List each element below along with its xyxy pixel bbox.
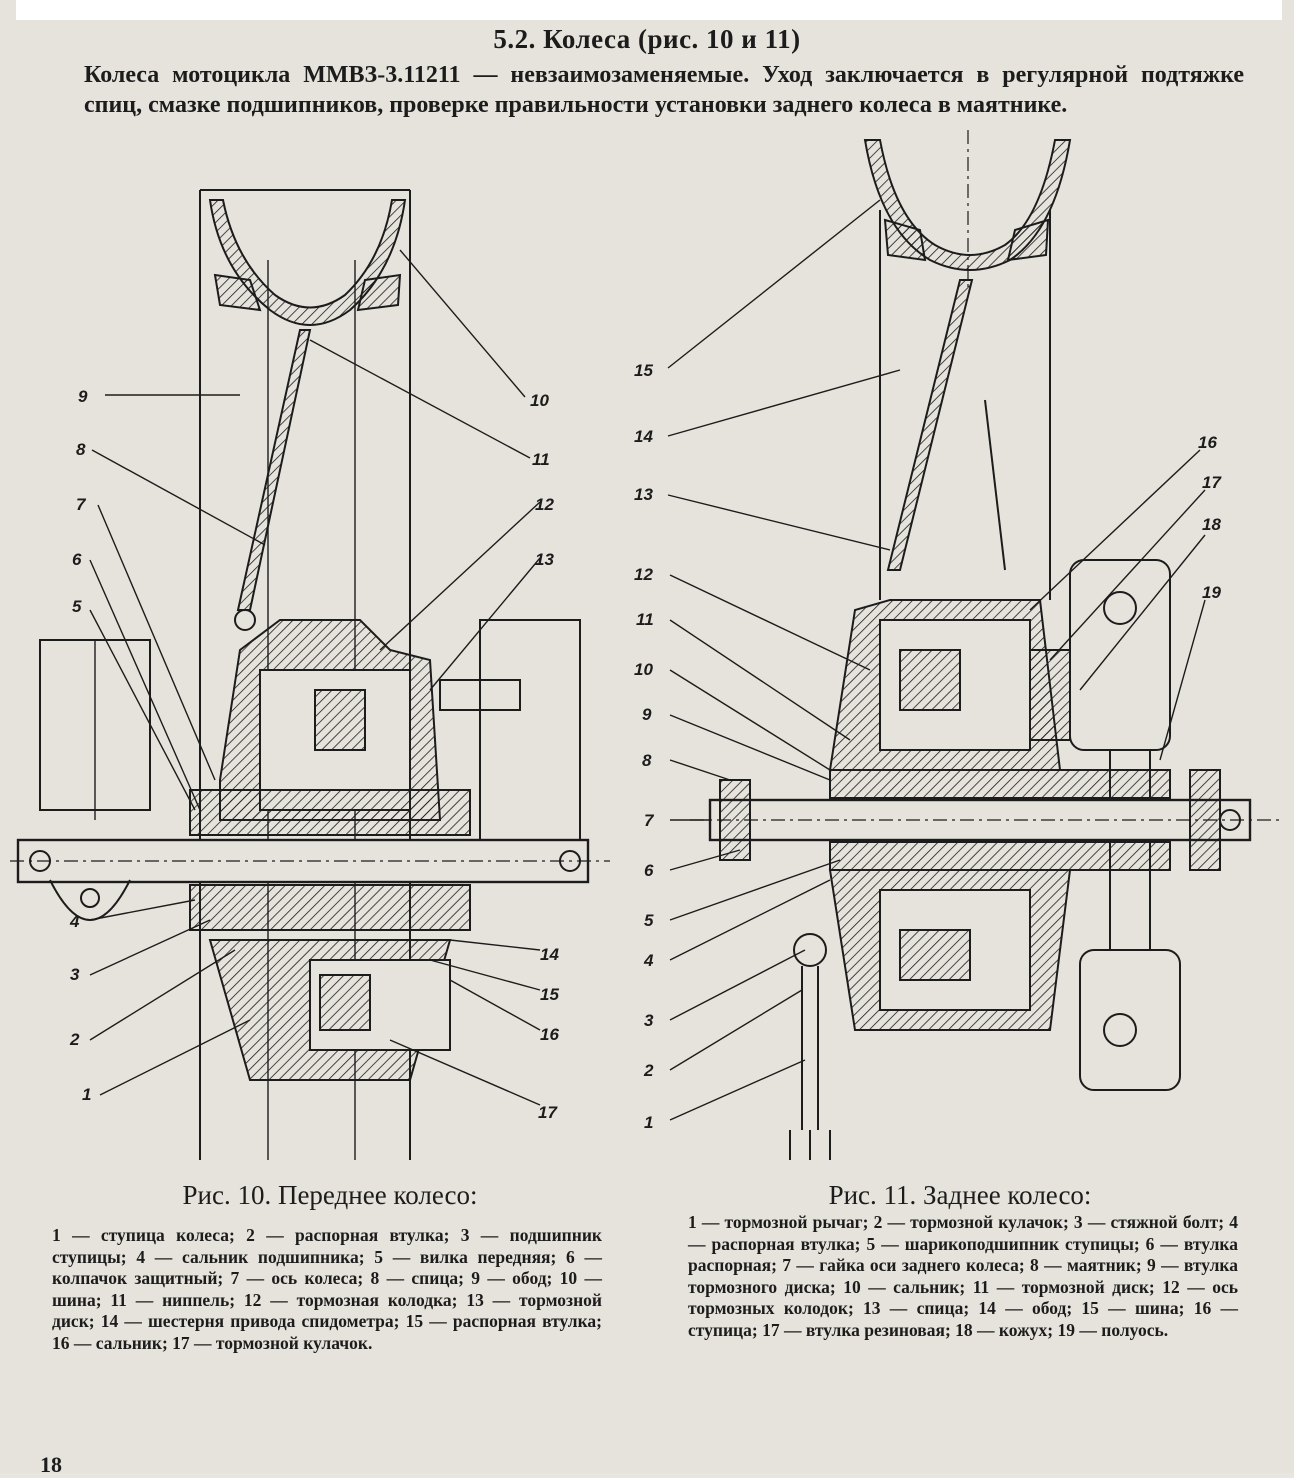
f10-callout-5: 5 [72, 597, 82, 616]
f10-callout-14: 14 [540, 945, 559, 964]
figure-10-caption: Рис. 10. Переднее колесо: [182, 1180, 478, 1210]
f10-callout-2: 2 [69, 1030, 80, 1049]
figure-10-legend: 1 — ступица колеса; 2 — распорная втулка… [52, 1225, 602, 1353]
f10-callout-1: 1 [82, 1085, 91, 1104]
f10-callout-7: 7 [76, 495, 87, 514]
f11-callout-12: 12 [634, 565, 653, 584]
f10-callout-3: 3 [70, 965, 80, 984]
f11-callout-3: 3 [644, 1011, 654, 1030]
blank-top-strip [16, 0, 1282, 20]
f11-callout-18: 18 [1202, 515, 1221, 534]
f10-callout-4: 4 [69, 912, 80, 931]
intro-paragraph: Колеса мотоцикла ММВЗ-3.11211 — невзаимо… [84, 62, 1244, 118]
figure-11-drawing: 15 14 13 12 11 10 9 8 7 6 5 4 3 2 1 16 1… [634, 130, 1280, 1160]
f11-callout-17: 17 [1202, 473, 1222, 492]
f11-callout-7: 7 [644, 811, 655, 830]
f11-callout-2: 2 [643, 1061, 654, 1080]
f11-callout-16: 16 [1198, 433, 1217, 452]
section-heading: 5.2. Колеса (рис. 10 и 11) [493, 24, 801, 54]
f10-callout-12: 12 [535, 495, 554, 514]
figure-10-drawing: 9 8 7 6 5 4 3 2 1 10 11 12 13 14 15 16 1… [10, 189, 610, 1160]
f11-callout-13: 13 [634, 485, 653, 504]
f10-callout-17: 17 [538, 1103, 558, 1122]
f10-callout-9: 9 [78, 387, 88, 406]
f11-callout-11: 11 [636, 610, 654, 629]
figure-11-caption: Рис. 11. Заднее колесо: [828, 1180, 1092, 1210]
figure-11-legend: 1 — тормозной рычаг; 2 — тормозной кулач… [688, 1212, 1238, 1340]
f11-callout-14: 14 [634, 427, 653, 446]
f11-callout-10: 10 [634, 660, 653, 679]
f10-callout-6: 6 [72, 550, 82, 569]
f11-callout-1: 1 [644, 1113, 653, 1132]
f11-callout-19: 19 [1202, 583, 1221, 602]
f11-callout-6: 6 [644, 861, 654, 880]
f10-callout-8: 8 [76, 440, 86, 459]
f10-callout-11: 11 [532, 450, 550, 469]
f10-callout-15: 15 [540, 985, 559, 1004]
f11-callout-15: 15 [634, 361, 653, 380]
f10-callout-10: 10 [530, 391, 549, 410]
f10-callout-13: 13 [535, 550, 554, 569]
page-number: 18 [40, 1452, 62, 1477]
f10-callout-16: 16 [540, 1025, 559, 1044]
f11-callout-9: 9 [642, 705, 652, 724]
f11-callout-5: 5 [644, 911, 654, 930]
f11-callout-8: 8 [642, 751, 652, 770]
f11-callout-4: 4 [643, 951, 654, 970]
